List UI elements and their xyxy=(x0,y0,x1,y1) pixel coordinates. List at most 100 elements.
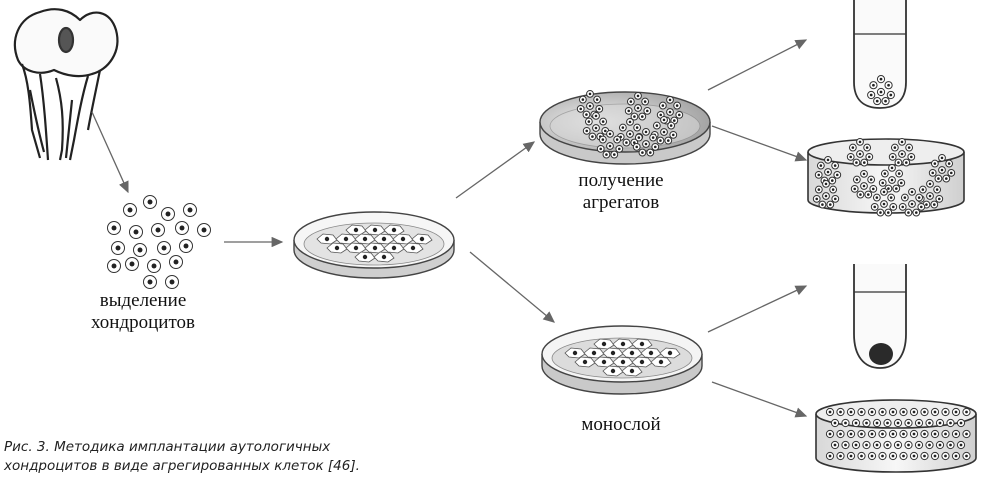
aggregate-cell xyxy=(880,187,888,196)
aggregate-cell xyxy=(894,158,903,167)
aggregate-cell xyxy=(658,101,667,110)
suspended-cell xyxy=(909,407,919,417)
suspended-cell xyxy=(956,440,966,450)
aggregate-cell xyxy=(624,106,633,115)
figure-caption: Рис. 3. Методика имплантации аутологичны… xyxy=(4,438,424,476)
cell-aggregate xyxy=(888,137,916,167)
cell-aggregate xyxy=(596,129,624,159)
suspended-cell xyxy=(883,440,892,450)
chondrocyte xyxy=(111,241,125,255)
suspended-cell xyxy=(941,451,950,461)
aggregate-cell xyxy=(598,135,607,144)
cells-in-gel-bowl xyxy=(815,399,977,473)
aggregate-cell xyxy=(888,176,896,184)
flat-cell xyxy=(364,224,386,236)
flat-cell xyxy=(612,338,634,350)
aggregate-cell xyxy=(850,184,859,193)
suspended-cell xyxy=(899,407,908,417)
flat-cell xyxy=(593,338,615,350)
aggregate-cell xyxy=(592,124,600,132)
aggregate-cell xyxy=(876,75,886,84)
suspended-cell xyxy=(888,407,898,417)
cell-aggregate xyxy=(867,75,895,106)
aggregate-cell xyxy=(942,174,951,183)
suspended-cell xyxy=(846,407,856,417)
suspended-cell xyxy=(893,440,903,450)
aggregate-cell xyxy=(884,208,893,217)
cell-pellet xyxy=(869,343,893,365)
aggregate-cell xyxy=(586,102,594,110)
suspended-cell xyxy=(872,440,882,450)
suspended-cell xyxy=(893,418,903,428)
suspended-cell xyxy=(962,451,971,461)
aggregate-cell xyxy=(582,110,591,119)
suspended-cell xyxy=(920,451,929,461)
aggregate-cell xyxy=(660,115,668,124)
aggregate-cell xyxy=(586,89,594,98)
suspended-cell xyxy=(857,451,866,461)
flat-cell xyxy=(411,233,433,245)
cell-aggregate xyxy=(632,127,660,157)
aggregate-cell xyxy=(881,96,890,106)
aggregate-cell xyxy=(633,123,642,132)
suspended-cell xyxy=(930,407,940,417)
aggregate-cell xyxy=(673,101,682,110)
aggregate-cell xyxy=(888,163,896,172)
aggregate-cell xyxy=(638,148,647,157)
aggregate-cell xyxy=(646,148,655,157)
suspended-cell xyxy=(830,440,840,450)
cell-aggregate xyxy=(812,179,840,209)
chondrocyte xyxy=(183,203,197,217)
aggregate-cell xyxy=(930,200,939,209)
aggregate-cell xyxy=(824,155,832,164)
suspended-cell xyxy=(836,407,845,417)
suspended-cell xyxy=(872,418,882,428)
suspended-cell xyxy=(951,407,961,417)
aggregate-cell xyxy=(610,150,619,159)
suspended-cell xyxy=(830,418,840,428)
aggregate-cell xyxy=(889,202,898,211)
flat-cell xyxy=(621,365,643,377)
aggregate-cell xyxy=(675,110,684,119)
suspended-cell xyxy=(883,418,892,428)
aggregate-cell xyxy=(584,117,593,126)
flat-cell xyxy=(326,242,348,254)
aggregate-cell xyxy=(895,169,904,178)
aggregate-cell xyxy=(643,106,652,115)
aggregate-cell xyxy=(831,194,840,203)
arrow-dish-to-aggregates xyxy=(455,141,536,199)
aggregate-cell xyxy=(908,200,916,208)
aggregate-cell xyxy=(606,142,614,150)
cell-aggregate xyxy=(846,137,874,167)
aggregate-cell xyxy=(915,193,924,202)
knee-joint-icon xyxy=(13,8,119,161)
aggregate-cell xyxy=(863,143,872,152)
flat-cell xyxy=(631,356,653,368)
aggregate-cell xyxy=(869,184,878,193)
aggregate-cell xyxy=(867,90,876,100)
aggregate-cell xyxy=(884,81,893,90)
chondrocyte xyxy=(169,255,183,269)
suspended-cell xyxy=(825,429,835,439)
suspended-cell xyxy=(914,440,924,450)
aggregate-cell xyxy=(812,194,821,203)
cell-aggregate xyxy=(624,91,652,121)
aggregate-cell xyxy=(595,104,604,113)
aggregate-cell xyxy=(606,129,614,138)
aggregate-cell xyxy=(848,143,857,152)
aggregate-cell xyxy=(828,176,837,185)
suspended-cell xyxy=(935,440,945,450)
aggregate-cell xyxy=(886,90,895,100)
aggregate-cell xyxy=(856,137,864,146)
suspended-cell xyxy=(888,429,898,439)
aggregate-cell xyxy=(666,108,674,116)
aggregate-culture-dish xyxy=(539,89,711,165)
suspended-cell xyxy=(935,418,945,428)
aggregate-cell xyxy=(664,136,673,145)
suspended-cell xyxy=(941,407,950,417)
caption-line1: Рис. 3. Методика имплантации аутологичны… xyxy=(4,439,331,455)
flat-cell xyxy=(650,356,672,368)
aggregate-cell xyxy=(626,97,635,106)
cell-aggregate xyxy=(656,95,684,125)
chondrocyte xyxy=(123,203,137,217)
